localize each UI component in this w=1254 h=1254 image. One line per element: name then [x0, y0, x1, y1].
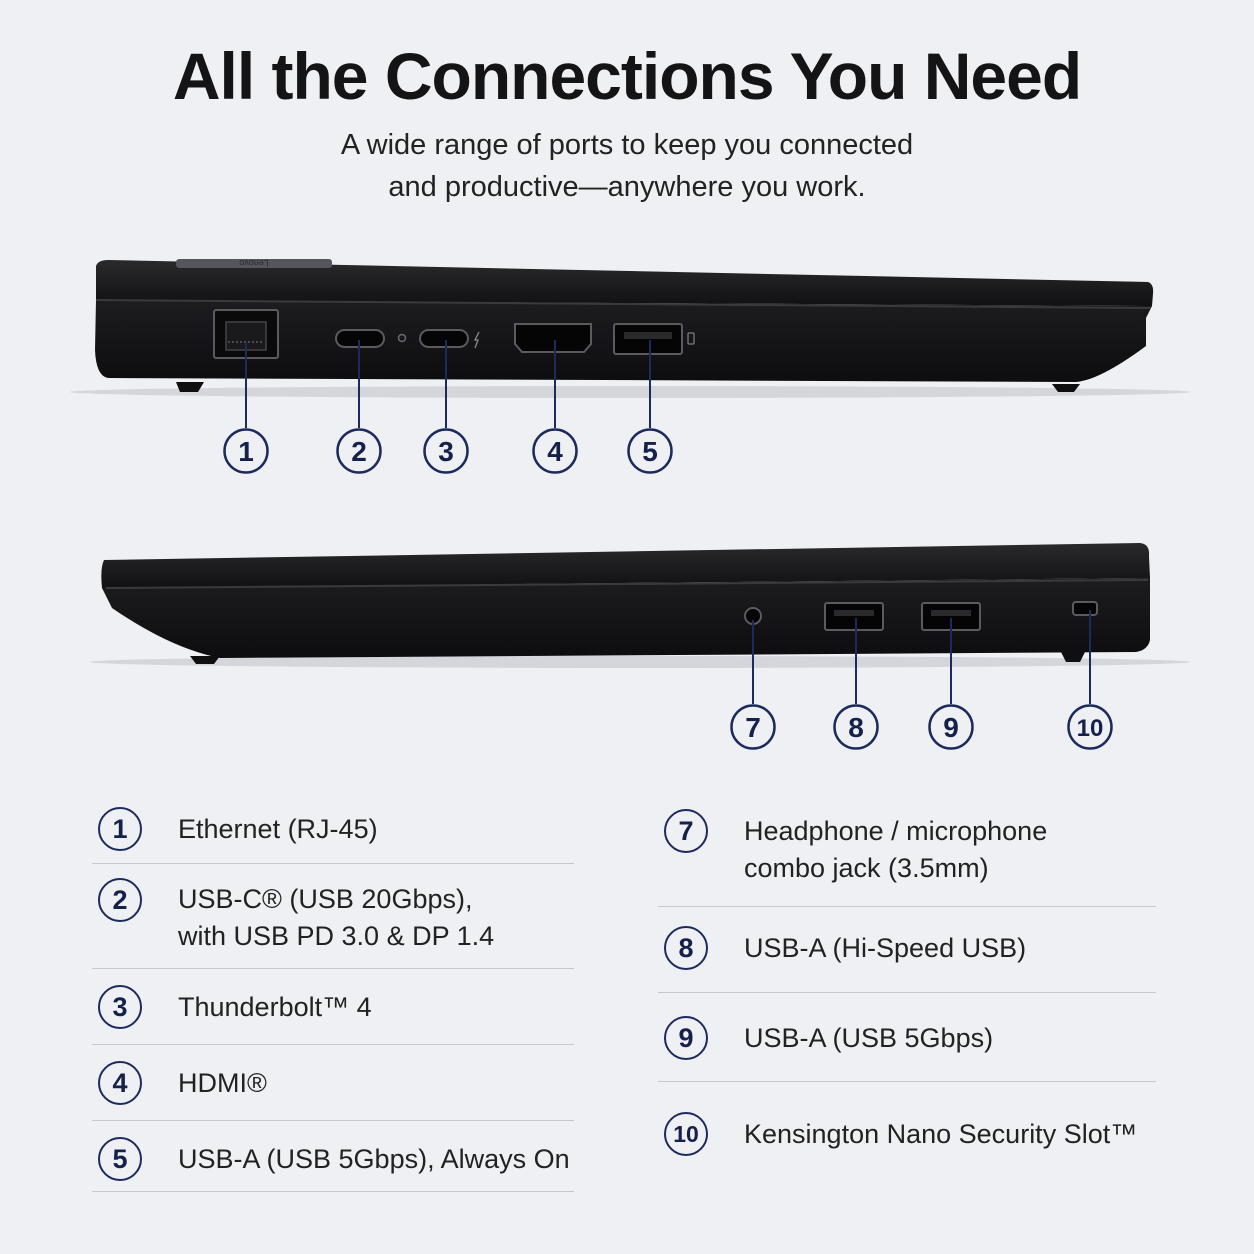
legend-item-hdmi: 4 HDMI® [92, 1045, 574, 1121]
subtitle-line-1: A wide range of ports to keep you connec… [340, 129, 914, 161]
page-subtitle: A wide range of ports to keep you connec… [0, 124, 1254, 208]
legend-number: 1 [98, 807, 142, 851]
laptop-shadow [90, 656, 1190, 668]
legend-number: 3 [98, 985, 142, 1029]
callout-4: 4 [532, 428, 578, 474]
laptop-left-side-image: Lenovo 1 2 3 4 5 [70, 258, 1190, 474]
callout-number: 4 [547, 436, 563, 467]
laptop-foot [1060, 650, 1086, 662]
legend-label-line-1: Thunderbolt™ 4 [178, 992, 372, 1022]
laptop-base [102, 578, 1150, 658]
led-indicator-icon [397, 333, 407, 343]
legend-label-line-2: with USB PD 3.0 & DP 1.4 [178, 921, 495, 951]
legend-item-usb-a-always-on: 5 USB-A (USB 5Gbps), Always On [92, 1121, 574, 1192]
hdmi-port-icon [514, 323, 592, 353]
callout-9: 9 [928, 704, 974, 750]
always-on-battery-icon [687, 332, 695, 345]
legend-number: 2 [98, 878, 142, 922]
callout-2: 2 [336, 428, 382, 474]
legend-item-usb-c: 2 USB-C® (USB 20Gbps), with USB PD 3.0 &… [92, 864, 574, 969]
callout-number: 10 [1077, 715, 1104, 742]
legend-label-line-1: USB-A (Hi-Speed USB) [744, 933, 1027, 963]
callout-1: 1 [223, 428, 269, 474]
legend-number: 10 [664, 1112, 708, 1156]
callout-number: 5 [642, 436, 658, 467]
legend-label-line-2: combo jack (3.5mm) [744, 853, 989, 883]
thunderbolt-port-icon [419, 329, 469, 348]
legend-label: Kensington Nano Security Slot™ [744, 1116, 1137, 1153]
port-legend-right: 7 Headphone / microphone combo jack (3.5… [658, 800, 1156, 1162]
legend-label: Thunderbolt™ 4 [178, 989, 372, 1026]
callout-number: 2 [351, 436, 367, 467]
legend-item-usb-a-5gbps: 9 USB-A (USB 5Gbps) [658, 993, 1156, 1082]
legend-item-ethernet: 1 Ethernet (RJ-45) [92, 800, 574, 864]
legend-label-line-1: Headphone / microphone [744, 816, 1048, 846]
laptop-shadow [70, 386, 1190, 398]
lenovo-logo-plate [176, 259, 332, 268]
callout-number: 1 [238, 436, 254, 467]
usb-a-port-icon [824, 602, 884, 631]
usb-a-port-icon [613, 323, 683, 355]
legend-label: Ethernet (RJ-45) [178, 811, 378, 848]
lenovo-logo: Lenovo [239, 258, 269, 268]
legend-label: HDMI® [178, 1065, 267, 1102]
legend-number: 4 [98, 1061, 142, 1105]
callout-number: 9 [943, 712, 959, 743]
laptop-foot [1052, 384, 1080, 392]
callout-8: 8 [833, 704, 879, 750]
legend-number: 7 [664, 809, 708, 853]
legend-label: USB-A (USB 5Gbps) [744, 1020, 993, 1057]
legend-label-line-1: Kensington Nano Security Slot™ [744, 1119, 1138, 1149]
legend-item-security-slot: 10 Kensington Nano Security Slot™ [658, 1082, 1156, 1162]
legend-item-audio-jack: 7 Headphone / microphone combo jack (3.5… [658, 800, 1156, 907]
legend-label-line-1: Ethernet (RJ-45) [178, 814, 378, 844]
laptop-foot [190, 656, 220, 664]
legend-number: 5 [98, 1137, 142, 1181]
callout-10: 10 [1067, 704, 1113, 750]
legend-label-line-1: USB-C® (USB 20Gbps), [178, 884, 473, 914]
laptop-right-side-image: 7 8 9 10 [90, 543, 1190, 750]
legend-label: Headphone / microphone combo jack (3.5mm… [744, 813, 1047, 887]
laptop-foot [176, 382, 204, 392]
laptop-lid [101, 543, 1150, 588]
legend-number: 8 [664, 926, 708, 970]
legend-label: USB-C® (USB 20Gbps), with USB PD 3.0 & D… [178, 881, 494, 955]
callout-5: 5 [627, 428, 673, 474]
legend-label: USB-A (USB 5Gbps), Always On [178, 1141, 570, 1178]
laptop-lid [96, 260, 1154, 306]
port-legend-left: 1 Ethernet (RJ-45) 2 USB-C® (USB 20Gbps)… [92, 800, 574, 1192]
callout-number: 3 [438, 436, 454, 467]
legend-label-line-1: USB-A (USB 5Gbps), Always On [178, 1144, 570, 1174]
legend-number: 9 [664, 1016, 708, 1060]
callout-7: 7 [730, 704, 776, 750]
legend-label: USB-A (Hi-Speed USB) [744, 930, 1026, 967]
callout-number: 7 [745, 712, 761, 743]
thunderbolt-symbol-icon [473, 331, 480, 349]
security-slot-icon [1072, 601, 1098, 616]
subtitle-line-2: and productive—anywhere you work. [388, 171, 866, 203]
legend-label-line-1: USB-A (USB 5Gbps) [744, 1023, 994, 1053]
callout-number: 8 [848, 712, 864, 743]
legend-label-line-1: HDMI® [178, 1068, 267, 1098]
page-title: All the Connections You Need [172, 39, 1082, 113]
legend-item-thunderbolt: 3 Thunderbolt™ 4 [92, 969, 574, 1045]
callout-3: 3 [423, 428, 469, 474]
legend-item-usb-a-hi-speed: 8 USB-A (Hi-Speed USB) [658, 907, 1156, 993]
